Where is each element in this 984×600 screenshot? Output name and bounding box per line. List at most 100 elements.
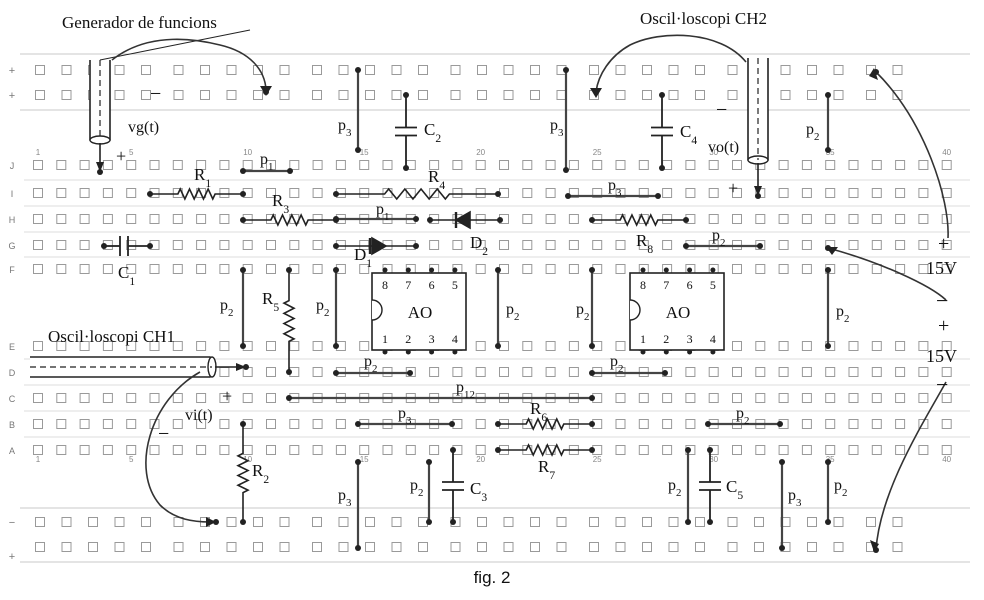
column-number: 30: [709, 148, 718, 157]
polarity-plus: +: [116, 146, 126, 166]
resistor-lead: [683, 217, 689, 223]
rail-hole: [615, 65, 626, 75]
rail-hole: [556, 542, 567, 552]
resistor-lead: [495, 447, 501, 453]
jumper-label: p12: [456, 379, 475, 401]
pin-number: 8: [640, 278, 646, 292]
hole: [778, 214, 789, 224]
wire-end: [355, 147, 361, 153]
column-number: 20: [476, 455, 485, 464]
rail-hole: [141, 90, 151, 100]
supply-plus: +: [938, 315, 949, 337]
hole: [778, 240, 789, 250]
hole: [918, 264, 929, 274]
hole: [545, 367, 556, 377]
rail-hole: [253, 90, 263, 100]
resistor-lead: [589, 447, 595, 453]
rail-hole: [35, 542, 45, 552]
rail-hole: [338, 90, 349, 100]
rail-hole: [642, 542, 652, 552]
column-number: 10: [243, 455, 252, 464]
component-label: C5: [726, 477, 743, 502]
hole: [732, 393, 742, 403]
resistor-lead: [240, 421, 246, 427]
row-letter: A: [9, 446, 15, 456]
hole: [359, 445, 370, 455]
rail-hole: [338, 542, 349, 552]
hole: [545, 240, 556, 250]
row-letter: H: [9, 215, 16, 225]
pin-number: 4: [452, 332, 458, 346]
hole: [662, 214, 673, 224]
hole: [312, 214, 323, 224]
rail-hole: [279, 517, 290, 527]
pin-number: 1: [382, 332, 388, 346]
rail-hole: [503, 517, 514, 527]
hole: [895, 367, 906, 377]
hole: [568, 188, 579, 198]
hole: [126, 160, 137, 170]
hole: [871, 188, 882, 198]
rail-hole: [114, 517, 125, 527]
hole: [289, 419, 300, 429]
hole: [126, 445, 137, 455]
hole: [79, 264, 90, 274]
hole: [522, 240, 533, 250]
supply-plus: +: [938, 233, 949, 255]
rail-hole: [503, 542, 514, 552]
hole: [895, 419, 906, 429]
hole: [172, 419, 183, 429]
hole: [126, 188, 137, 198]
pin-dot: [429, 267, 435, 273]
rail-hole: [312, 542, 322, 552]
jumper-label: p2: [834, 477, 847, 499]
rail-hole: [338, 65, 349, 75]
hole: [126, 214, 137, 224]
component-label: R1: [194, 165, 211, 190]
rail-hole: [503, 65, 514, 75]
hole: [848, 264, 859, 274]
hole: [778, 341, 789, 351]
component-label: D2: [470, 233, 488, 258]
hole: [359, 188, 370, 198]
hole: [79, 445, 90, 455]
opamp-label: AO: [408, 303, 433, 322]
hole: [755, 393, 766, 403]
rail-hole: [556, 517, 567, 527]
hole: [475, 214, 486, 224]
row-letter: F: [9, 265, 15, 275]
supply-wires: [827, 71, 949, 551]
rail-hole: [833, 517, 844, 527]
hole: [33, 393, 43, 403]
capacitor-lead-end: [707, 519, 713, 525]
connection-dot: [825, 245, 831, 251]
rail-hole: [450, 542, 461, 552]
hole: [755, 445, 766, 455]
jumper-label: p2: [410, 477, 423, 499]
hole: [266, 240, 276, 250]
rail-hole: [615, 542, 626, 552]
hole: [312, 445, 323, 455]
hole: [56, 393, 67, 403]
rail-hole: [418, 65, 428, 75]
hole: [871, 341, 882, 351]
hole: [266, 341, 276, 351]
ch1-label: Oscil·loscopi CH1: [48, 327, 175, 346]
component-label: R4: [428, 167, 445, 192]
hole: [801, 341, 812, 351]
rail-hole: [141, 517, 151, 527]
jumper-label: p3: [398, 405, 412, 427]
rail-hole: [114, 65, 125, 75]
hole: [33, 264, 43, 274]
polarity-minus: −: [150, 83, 161, 105]
rail-hole: [668, 517, 679, 527]
wire-end: [355, 545, 361, 551]
hole: [662, 445, 673, 455]
hole: [801, 188, 812, 198]
hole: [778, 160, 789, 170]
rail-hole: [226, 65, 237, 75]
hole: [149, 214, 160, 224]
hole: [196, 264, 207, 274]
hole: [522, 160, 533, 170]
